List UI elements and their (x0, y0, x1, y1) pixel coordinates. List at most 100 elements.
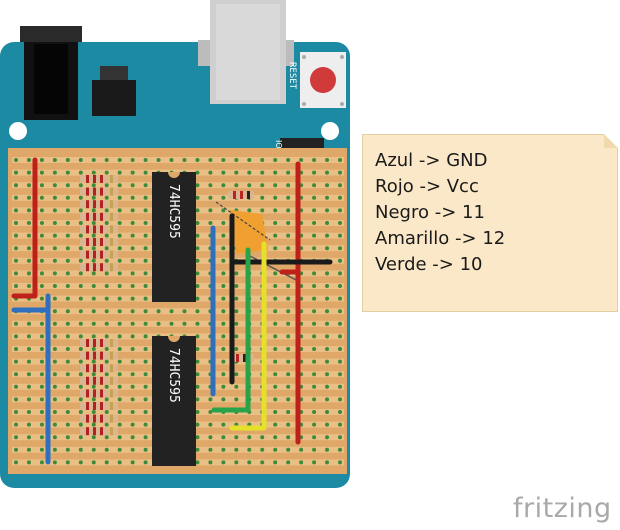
stripboard-hole (91, 258, 96, 263)
stripboard-hole (286, 208, 291, 213)
stripboard-hole (39, 271, 44, 276)
stripboard-hole (286, 435, 291, 440)
stripboard-hole (195, 284, 200, 288)
stripboard-hole (14, 271, 18, 276)
stripboard-hole (234, 397, 239, 402)
stripboard-hole (195, 158, 200, 162)
stripboard-hole (14, 347, 18, 351)
stripboard-hole (221, 435, 226, 440)
stripboard-hole (338, 347, 342, 351)
stripboard-hole (65, 284, 70, 288)
stripboard-hole (130, 410, 135, 414)
stripboard-hole (117, 183, 122, 188)
stripboard-hole (312, 372, 317, 377)
stripboard-hole (195, 233, 200, 238)
stripboard-hole (65, 233, 70, 238)
stripboard-hole (117, 334, 122, 339)
stripboard-hole (91, 410, 96, 414)
stripboard-hole (14, 447, 18, 452)
stripboard-hole (26, 410, 31, 414)
stripboard-hole (260, 195, 265, 200)
stripboard-hole (143, 195, 148, 200)
stripboard-hole (260, 158, 265, 162)
stripboard-hole (312, 435, 317, 440)
stripboard-hole (26, 447, 31, 452)
stripboard-hole (130, 447, 135, 452)
stripboard-hole (221, 183, 226, 188)
stripboard-hole (78, 296, 83, 301)
stripboard-hole (78, 372, 83, 377)
stripboard-hole (26, 208, 31, 213)
stripboard-hole (273, 221, 278, 225)
stripboard-hole (65, 271, 70, 276)
usb-connector (198, 0, 294, 104)
stripboard-hole (52, 321, 57, 326)
resistor (80, 364, 118, 373)
resistor-array-upper (80, 175, 118, 272)
stripboard-hole (247, 435, 252, 440)
stripboard-hole (273, 422, 278, 427)
stripboard-hole (312, 447, 317, 452)
wire-red-left (11, 157, 38, 299)
stripboard-hole (130, 221, 135, 225)
stripboard-hole (260, 208, 265, 213)
stripboard-hole (26, 258, 31, 263)
fritzing-logo: fritzing (513, 493, 612, 524)
stripboard-hole (91, 233, 96, 238)
stripboard-hole (91, 422, 96, 427)
stripboard-hole (130, 334, 135, 339)
stripboard-hole (26, 170, 31, 175)
stripboard-hole (104, 233, 109, 238)
stripboard-hole (273, 309, 278, 314)
stripboard-hole (195, 208, 200, 213)
stripboard-hole (312, 321, 317, 326)
stripboard-hole (104, 258, 109, 263)
stripboard-hole (338, 233, 342, 238)
stripboard-hole (78, 334, 83, 339)
stripboard-hole (26, 183, 31, 188)
stripboard-hole (26, 460, 31, 465)
sticky-note: Azul -> GND Rojo -> Vcc Negro -> 11 Amar… (362, 134, 618, 312)
stripboard-hole (26, 195, 31, 200)
stripboard-hole (143, 334, 148, 339)
stripboard-hole (156, 309, 161, 314)
stripboard-hole (14, 422, 18, 427)
stripboard-hole (221, 208, 226, 213)
stripboard-hole (26, 397, 31, 402)
stripboard-hole (52, 347, 57, 351)
stripboard-hole (169, 309, 174, 314)
stripboard-hole (26, 372, 31, 377)
reset-button[interactable] (300, 52, 346, 108)
stripboard-hole (338, 384, 342, 389)
stripboard-hole (195, 347, 200, 351)
stripboard-hole (143, 246, 148, 251)
stripboard-hole (104, 447, 109, 452)
stripboard-hole (195, 422, 200, 427)
stripboard-hole (325, 410, 330, 414)
stripboard-hole (39, 233, 44, 238)
stripboard-hole (117, 246, 122, 251)
stripboard-hole (104, 170, 109, 175)
stripboard-hole (52, 296, 57, 301)
stripboard-hole (234, 347, 239, 351)
note-lines: Azul -> GND Rojo -> Vcc Negro -> 11 Amar… (375, 148, 505, 278)
stripboard-hole (78, 183, 83, 188)
stripboard-hole (78, 384, 83, 389)
stripboard-hole (234, 183, 239, 188)
stripboard-hole (221, 233, 226, 238)
stripboard-hole (39, 359, 44, 364)
stripboard-hole (338, 447, 342, 452)
stripboard-hole (338, 221, 342, 225)
stripboard-hole (143, 321, 148, 326)
stripboard-hole (273, 284, 278, 288)
stripboard-hole (91, 372, 96, 377)
stripboard-hole (65, 221, 70, 225)
stripboard-hole (52, 397, 57, 402)
stripboard-hole (117, 170, 122, 175)
stripboard-hole (14, 170, 18, 175)
stripboard-hole (221, 447, 226, 452)
stripboard-hole (208, 208, 213, 213)
stripboard-hole (39, 258, 44, 263)
stripboard-hole (208, 183, 213, 188)
stripboard-hole (325, 195, 330, 200)
